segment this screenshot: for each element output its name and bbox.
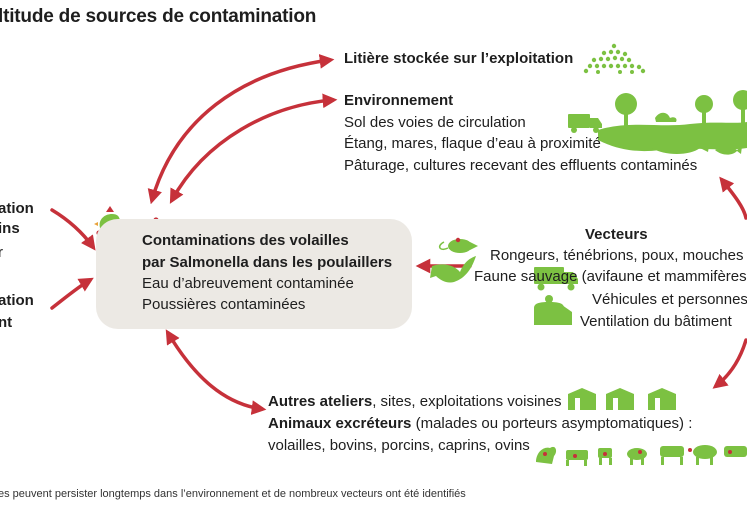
left-fragment-a-3: r	[0, 244, 3, 261]
rat-icon	[438, 239, 478, 253]
landscape-icon	[598, 90, 747, 155]
center-heading-2: par Salmonella dans les poulaillers	[142, 254, 393, 271]
left-fragment-b-2: nt	[0, 314, 13, 331]
left-fragment-b-1: ation	[0, 292, 34, 309]
center-heading-1: Contaminations des volailles	[142, 232, 349, 249]
arrow-left-upper	[50, 208, 96, 251]
truck-icon	[568, 114, 602, 133]
center-box	[96, 219, 412, 329]
vecteurs-line-1: Rongeurs, ténébrions, poux, mouches	[490, 247, 744, 264]
footer-note: es peuvent persister longtemps dans l’en…	[0, 488, 466, 500]
environnement-line-1: Sol des voies de circulation	[344, 114, 526, 131]
center-line-water: Eau d’abreuvement contaminée	[142, 275, 354, 292]
arrow-environnement	[169, 93, 338, 204]
left-fragment-a-2: ins	[0, 220, 20, 237]
autres-ateliers-line: Autres ateliers, sites, exploitations vo…	[268, 392, 561, 411]
litiere-label: Litière stockée sur l’exploitation	[344, 50, 574, 67]
arrow-right-bottom	[712, 338, 747, 389]
vecteurs-line-3: Véhicules et personnes	[592, 291, 747, 308]
animaux-line-2: volailles, bovins, porcins, caprins, ovi…	[268, 437, 530, 454]
workshop-icons	[568, 388, 676, 410]
diagram-title: ltitude de sources de contamination	[0, 6, 317, 27]
autres-ateliers-bold: Autres ateliers	[268, 393, 373, 410]
animaux-rest: (malades ou porteurs asymptomatiques) :	[411, 415, 693, 432]
environnement-line-3: Pâturage, cultures recevant des effluent…	[344, 157, 698, 174]
vecteurs-line-4: Ventilation du bâtiment	[580, 313, 732, 330]
arrow-left-lower	[50, 277, 94, 310]
animaux-bold: Animaux excréteurs	[268, 415, 412, 432]
vecteurs-heading: Vecteurs	[585, 226, 648, 243]
pile-icon	[583, 43, 646, 74]
arrow-autres	[165, 329, 267, 415]
bird-icon	[430, 256, 476, 283]
center-line-dust: Poussières contaminées	[142, 296, 306, 313]
autres-ateliers-rest: , sites, exploitations voisines	[372, 393, 562, 410]
vecteurs-line-2: Faune sauvage (avifaune et mammifères	[474, 268, 747, 285]
environnement-line-2: Étang, mares, flaque d’eau à proximité	[344, 135, 601, 152]
arrow-right-top	[719, 176, 747, 220]
environnement-heading: Environnement	[344, 92, 454, 109]
building-icon	[552, 305, 572, 325]
animals-icon	[536, 445, 747, 466]
animaux-line: Animaux excréteurs (malades ou porteurs …	[268, 414, 692, 433]
vehicle-icon	[534, 267, 578, 291]
left-fragment-a-1: ation	[0, 200, 34, 217]
